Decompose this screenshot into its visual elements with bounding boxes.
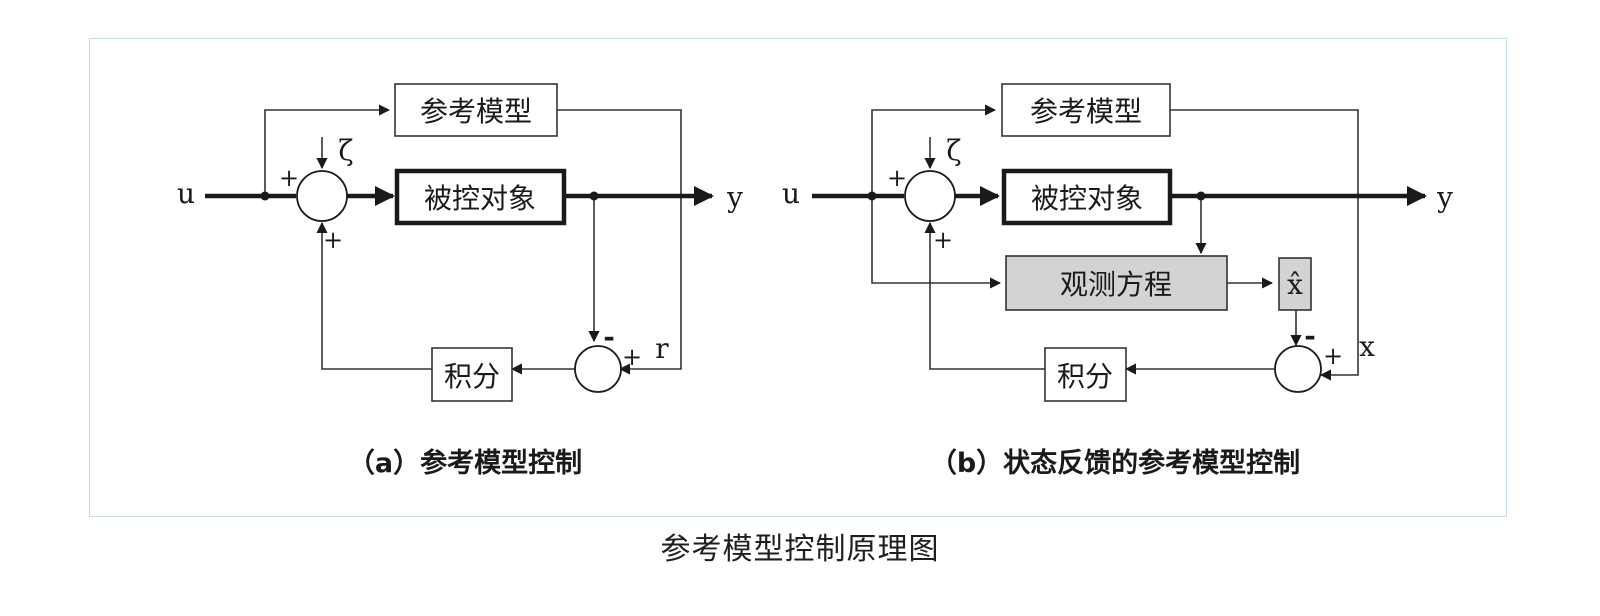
a-comparator-junction [574, 345, 622, 393]
a-plus-right: + [622, 343, 642, 371]
b-input-label: u [782, 177, 800, 210]
b-ref-branch-line [871, 104, 997, 196]
b-comparator-junction [1274, 345, 1322, 393]
panel-b: 参考模型 被控对象 观测方程 x̂ 积分 u y ζ x + + - + （b）… [782, 83, 1453, 479]
b-plus-right: + [1323, 342, 1343, 370]
a-input-junction [260, 191, 270, 201]
b-plant-label: 被控对象 [1031, 182, 1143, 215]
b-output-label: y [1436, 181, 1453, 214]
a-ref-branch-line [264, 104, 391, 196]
a-input-label: u [177, 177, 195, 210]
b-plus-bottom: + [933, 226, 953, 254]
b-plus-top: + [887, 164, 907, 192]
b-ref-output-line [1170, 109, 1359, 381]
a-plant-label: 被控对象 [424, 182, 536, 215]
a-minus-sign: - [603, 320, 615, 353]
a-plus-bottom: + [323, 226, 343, 254]
figure-title: 参考模型控制原理图 [660, 532, 940, 567]
b-estimate-label: x̂ [1287, 268, 1303, 301]
b-ref-model-box [1001, 83, 1171, 137]
a-integrator-box [431, 347, 513, 402]
a-integrator-label: 积分 [444, 360, 500, 393]
a-disturbance-label: ζ [338, 134, 353, 167]
b-minus-sign: - [1304, 319, 1316, 352]
a-ref-signal-label: r [655, 332, 669, 365]
a-plus-top: + [279, 164, 299, 192]
a-ref-output-line [557, 109, 682, 375]
b-summing-junction [904, 170, 956, 222]
b-ref-model-label: 参考模型 [1030, 95, 1142, 128]
a-ref-model-label: 参考模型 [420, 95, 532, 128]
figure-frame [89, 38, 1507, 517]
b-disturbance-label: ζ [946, 134, 961, 167]
b-estimate-box [1278, 257, 1312, 311]
b-caption: （b）状态反馈的参考模型控制 [930, 447, 1300, 479]
a-ref-model-box [394, 83, 558, 137]
b-integrator-label: 积分 [1057, 360, 1113, 393]
a-caption: （a）参考模型控制 [348, 447, 582, 479]
b-observer-box [1005, 255, 1228, 311]
b-ref-signal-label: x [1359, 330, 1375, 363]
b-observer-input-line [871, 196, 1002, 289]
a-integral-feedback-line [316, 221, 432, 370]
a-summing-junction [296, 170, 348, 222]
a-plant-box [394, 168, 567, 226]
a-output-label: y [726, 181, 743, 214]
b-output-junction [1196, 191, 1206, 201]
b-integrator-box [1044, 347, 1127, 402]
b-plant-box [1001, 168, 1173, 226]
b-observer-label: 观测方程 [1060, 268, 1172, 301]
b-input-junction [867, 191, 877, 201]
panel-a: 参考模型 被控对象 积分 u y ζ r + + - + （a）参考模型控制 [177, 83, 743, 479]
a-output-junction [589, 191, 599, 201]
b-integral-feedback-line [924, 221, 1045, 370]
